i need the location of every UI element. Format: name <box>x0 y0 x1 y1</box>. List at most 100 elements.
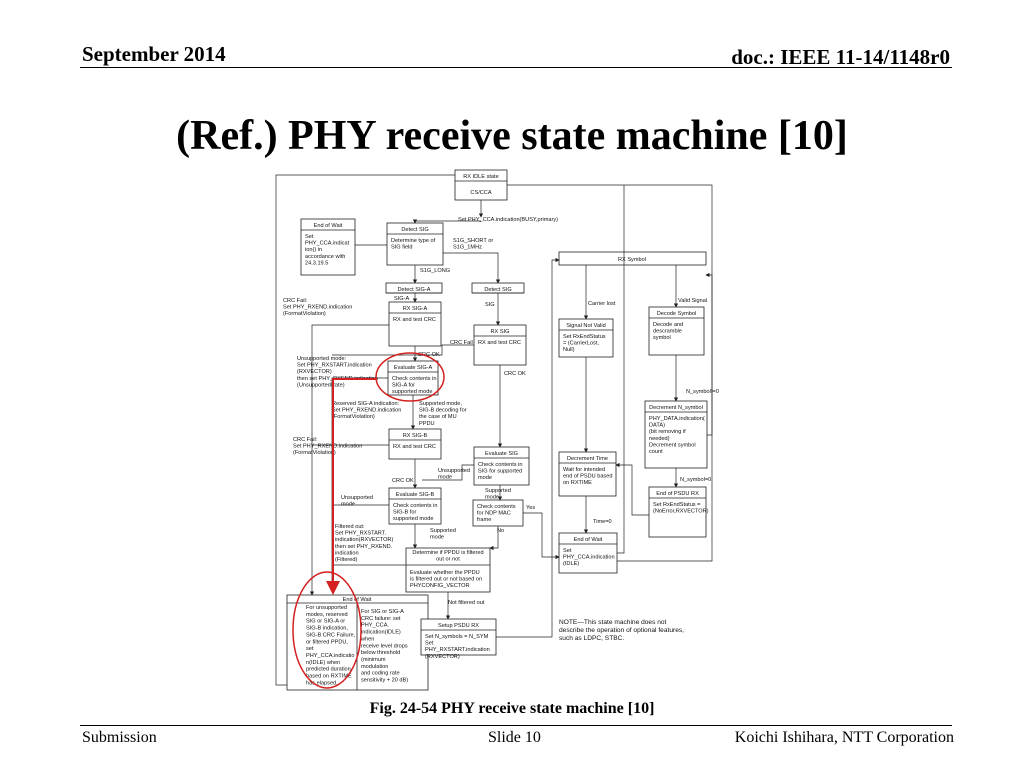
rx-idle-state <box>454 169 508 201</box>
end-of-wait-1 <box>300 218 356 276</box>
eval-sig-b-title: Evaluate SIG-B <box>396 492 435 498</box>
header-doc-id: doc.: IEEE 11-14/1148r0 <box>731 45 950 69</box>
rx-sig-title: RX SIG <box>491 329 510 335</box>
footer-author: Koichi Ishihara, NTT Corporation <box>734 729 954 746</box>
reserved-sig-a: Reserved SIG-A indication:Set PHY_RXEND.… <box>332 401 401 420</box>
end-psdu-to-time <box>615 462 649 516</box>
signal-not-valid-body: Set RxEndStatus= (CarrierLost,Null) <box>563 334 606 353</box>
footer-submission: Submission <box>82 729 157 746</box>
rx-sig-body: RX and test CRC <box>478 340 521 346</box>
detect-sig-a-title: Detect SIG-A <box>398 287 431 293</box>
rx-sig-a <box>388 301 442 347</box>
highlight-eval-sig-a <box>375 352 445 402</box>
crc-ok-3: CRC OK <box>392 478 414 484</box>
highlight-arrow <box>326 378 376 595</box>
signal-not-valid <box>558 318 614 358</box>
rx-sig-b-title: RX SIG-B <box>403 433 428 439</box>
decrement-n-symbol-title: Decrement N_symbol <box>649 405 703 411</box>
detect-sig-2-title: Detect SIG <box>484 287 511 293</box>
highlight-end-of-wait <box>292 571 362 689</box>
ndp-yes-to-end-wait <box>523 512 560 560</box>
end-of-wait-2 <box>286 594 429 691</box>
end-of-wait-2-title: End of Wait <box>343 597 372 603</box>
footer-rule <box>80 725 952 726</box>
rx-sig-a-body: RX and test CRC <box>393 317 436 323</box>
crc-ok-2: CRC OK <box>504 371 526 377</box>
detect-sig-title: Detect SIG <box>401 227 428 233</box>
crc-fail-2: CRC Fail <box>450 340 473 346</box>
evaluate-sig-title: Evaluate SIG <box>485 451 518 457</box>
ndp-to-determine <box>489 526 499 551</box>
crc-fail-3: CRC Fail:Set PHY_RXEND.indication(Format… <box>293 437 362 456</box>
busy-label: Set PHY_CCA.indication(BUSY,primary) <box>458 217 558 223</box>
end-wait-to-idle <box>617 185 625 554</box>
to-detect-sig <box>412 219 481 224</box>
slide-title: (Ref.) PHY receive state machine [10] <box>176 113 848 159</box>
carrier-lost-label: Carrier lost <box>588 301 616 307</box>
setup-psdu-title: Setup PSDU RX <box>438 623 479 629</box>
unsupported-1: Unsupported mode:Set PHY_RXSTART.indicat… <box>297 356 378 388</box>
sig-a-label: SIG-A <box>394 296 409 302</box>
left-return-line <box>275 174 455 686</box>
s1g-long-label: S1G_LONG <box>420 268 450 274</box>
header-rule <box>80 67 952 68</box>
not-filtered-out: Not filtered out <box>448 600 485 606</box>
footer-slide-number: Slide 10 <box>488 729 541 746</box>
rx-sig-b-body: RX and test CRC <box>393 444 436 450</box>
crc-fail-1: CRC Fail:Set PHY_RXEND.indication(Format… <box>283 298 352 317</box>
decrement-loop <box>705 272 713 436</box>
crc-fail-mid <box>332 344 474 356</box>
decode-symbol <box>648 306 705 356</box>
cs-cca-label: CS/CCA <box>470 190 491 196</box>
rx-symbol-title: RX Symbol <box>618 257 646 263</box>
rx-idle-title: RX IDLE state <box>463 174 498 180</box>
end-of-psdu-title: End of PSDU RX <box>656 491 699 497</box>
eval-sig-b <box>388 487 442 525</box>
time-zero-label: Time=0 <box>593 519 612 525</box>
no-label: No <box>497 528 504 534</box>
filtered-out: Filtered out:Set PHY_RXSTART.indication(… <box>335 524 393 563</box>
sig-label: SIG <box>485 302 495 308</box>
header-date: September 2014 <box>82 42 226 66</box>
crc-fail-left <box>311 324 389 585</box>
n-symbol-neq: N_symbol!=0 <box>686 389 719 395</box>
rx-sig-a-title: RX SIG-A <box>403 306 428 312</box>
signal-not-valid-title: Signal Not Valid <box>566 323 605 329</box>
evaluate-sig <box>473 446 530 486</box>
n-symbol-eq: N_symbol=0 <box>680 477 711 483</box>
detect-sig-to-sig <box>443 252 501 284</box>
decrement-n-symbol-body: PHY_DATA.indication(DATA)(bit removing i… <box>649 416 705 455</box>
end-of-psdu <box>648 486 707 538</box>
decode-symbol-title: Decode Symbol <box>657 311 697 317</box>
setup-psdu <box>420 618 497 656</box>
crc-ok-1: CRC OK <box>418 352 440 358</box>
end-of-wait-3-title: End of Wait <box>574 537 603 543</box>
yes-label: Yes <box>526 505 535 511</box>
end-of-psdu-body: Set RxEndStatus =(NoError,RXVECTOR) <box>653 502 709 515</box>
figure-caption: Fig. 24-54 PHY receive state machine [10… <box>369 700 655 717</box>
eval-sig-unsupported <box>422 464 474 481</box>
determine-ppdu <box>405 547 491 593</box>
end-of-wait-1-title: End of Wait <box>314 223 343 229</box>
eval-sig-a-title: Evaluate SIG-A <box>394 365 433 371</box>
decrement-time-title: Decrement Time <box>567 456 608 462</box>
